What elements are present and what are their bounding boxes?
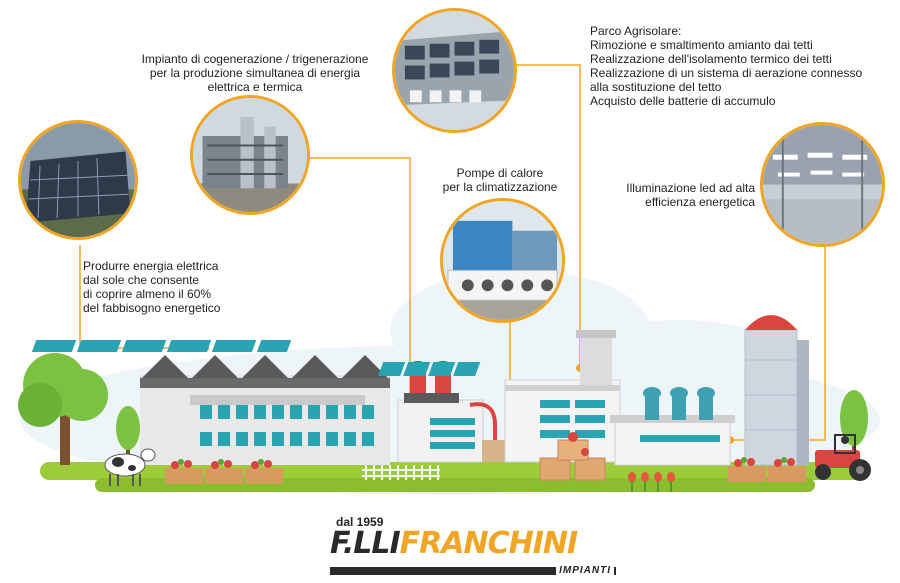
label-line: efficienza energetica [645,195,755,209]
apple-crates [539,432,606,481]
label-line: dal sole che consente [83,273,200,287]
main-factory [31,340,390,465]
label-line: di coprire almeno il 60% [83,287,212,301]
label-line: Produrre energia elettrica [83,259,219,273]
company-logo: dal 1959 F.LLIFRANCHINI IMPIANTI [330,515,620,577]
label-solar-energy: Produrre energia elettrica dal sole che … [83,259,220,315]
photo-agrisolar-roof [392,8,517,133]
photo-cogeneration-plant [190,95,310,215]
label-cogeneration: Impianto di cogenerazione / trigenerazio… [115,52,395,94]
photo-led-lighting [760,122,885,247]
label-line: Realizzazione di un sistema di aerazione… [590,66,863,80]
label-line: Impianto di cogenerazione / trigenerazio… [141,52,369,66]
label-line: per la produzione simultanea di energia [149,66,361,80]
logo-brand-dark: F.LLI [330,526,401,561]
vegetable-crates [165,457,806,484]
label-line: alla sostituzione del tetto [590,80,722,94]
heat-pump-building [378,330,621,463]
label-line: per la climatizzazione [442,180,558,194]
tree-left [18,353,108,465]
label-line: Pompe di calore [456,166,544,180]
label-line: elettrica e termica [207,80,303,94]
label-line: Acquisto delle batterie di accumulo [590,94,776,108]
label-led-lighting: Illuminazione led ad alta efficienza ene… [590,181,755,209]
cow [104,448,156,486]
label-line: Rimozione e smaltimento amianto dai tett… [590,38,813,52]
label-heat-pumps: Pompe di calore per la climatizzazione [420,166,580,194]
logo-subtitle: IMPIANTI [556,565,614,576]
logo-brand-accent: FRANCHINI [399,526,578,561]
logo-since: dal 1959 [336,515,384,529]
tree-small [116,406,140,460]
label-line: Illuminazione led ad alta [626,181,755,195]
tulips [628,472,675,492]
photo-heat-pumps [440,198,565,323]
tractor [815,434,871,481]
photo-solar-roof [18,120,138,240]
logo-brand: F.LLIFRANCHINI [330,526,578,561]
label-line: Parco Agrisolare: [590,24,682,38]
label-line: Realizzazione dell'isolamento termico de… [590,52,832,66]
label-agrisolar: Parco Agrisolare: Rimozione e smaltiment… [590,24,862,108]
logo-bar [330,567,616,575]
fence [362,465,440,480]
label-line: del fabbisogno energetico [83,301,221,315]
storage-plant [610,387,735,466]
tall-silo [744,315,809,466]
